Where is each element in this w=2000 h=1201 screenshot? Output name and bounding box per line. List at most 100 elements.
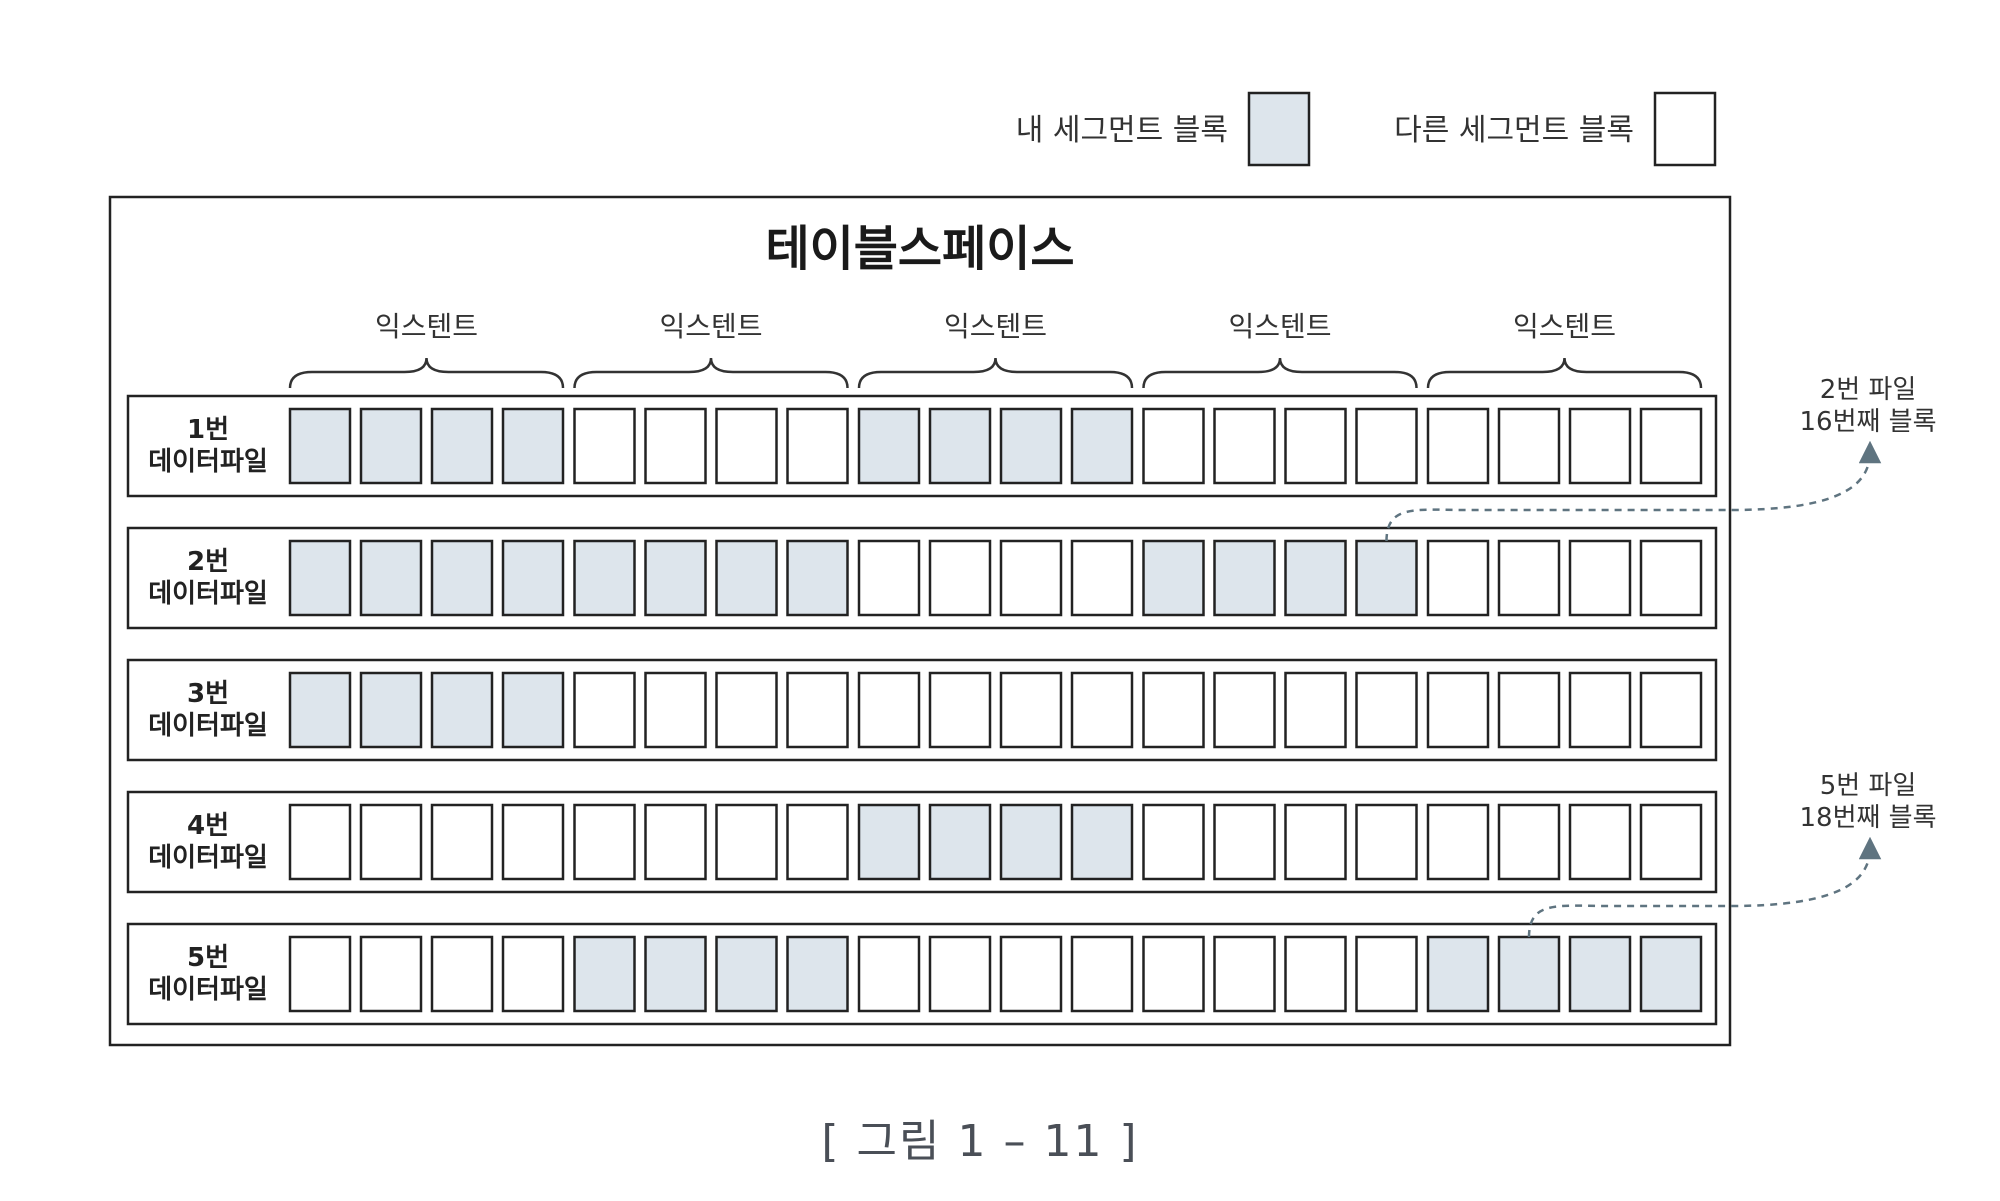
segment-block-mine <box>786 935 849 1013</box>
segment-block-other <box>857 935 921 1013</box>
datafile-label: 데이터파일 <box>148 579 268 609</box>
segment-block-other <box>1426 539 1490 617</box>
segment-block-other <box>786 803 849 881</box>
segment-block-other <box>1070 935 1134 1013</box>
segment-block-other <box>1497 539 1561 617</box>
extent-brace <box>857 357 1134 389</box>
segment-block-other <box>501 803 565 881</box>
extent-brace <box>573 357 849 389</box>
segment-block-mine <box>1426 935 1490 1013</box>
annotation-label: 2번 파일 <box>1820 375 1917 405</box>
annotation-arrow <box>1527 836 1882 938</box>
segment-block-other <box>359 935 423 1013</box>
segment-block-other <box>1497 671 1561 749</box>
segment-block-mine <box>359 407 423 485</box>
segment-block-other <box>1284 935 1347 1013</box>
segment-block-other <box>430 803 494 881</box>
segment-block-other <box>1213 671 1276 749</box>
segment-block-mine <box>288 407 352 485</box>
segment-block-other <box>1142 803 1205 881</box>
segment-block-other <box>1284 671 1347 749</box>
segment-block-other <box>1355 935 1418 1013</box>
segment-block-other <box>1497 407 1561 485</box>
segment-block-mine <box>1142 539 1205 617</box>
segment-block-other <box>715 803 778 881</box>
segment-block-mine <box>999 407 1063 485</box>
segment-block-mine <box>1639 935 1703 1013</box>
datafile-label: 데이터파일 <box>148 843 268 873</box>
segment-block-other <box>1284 803 1347 881</box>
legend-mine-swatch <box>1247 91 1311 167</box>
segment-block-other <box>857 539 921 617</box>
segment-block-mine <box>644 935 707 1013</box>
segment-block-other <box>1568 671 1632 749</box>
segment-block-mine <box>359 539 423 617</box>
segment-block-mine <box>573 539 636 617</box>
segment-block-other <box>999 671 1063 749</box>
legend-other-label: 다른 세그먼트 블록 <box>1394 113 1634 148</box>
extent-label: 익스텐트 <box>1513 310 1616 343</box>
segment-block-mine <box>1355 539 1418 617</box>
segment-block-other <box>288 935 352 1013</box>
extent-label: 익스텐트 <box>375 310 478 343</box>
extent-brace <box>288 357 565 389</box>
segment-block-other <box>1142 407 1205 485</box>
segment-block-other <box>644 407 707 485</box>
segment-block-mine <box>1213 539 1276 617</box>
datafile-label: 데이터파일 <box>148 711 268 741</box>
segment-block-other <box>715 407 778 485</box>
segment-block-other <box>786 407 849 485</box>
segment-block-other <box>1284 407 1347 485</box>
segment-block-other <box>359 803 423 881</box>
segment-block-mine <box>501 671 565 749</box>
segment-block-other <box>1568 407 1632 485</box>
segment-block-mine <box>1284 539 1347 617</box>
extent-label: 익스텐트 <box>659 310 762 343</box>
datafile-label: 데이터파일 <box>148 975 268 1005</box>
annotation-arrow <box>1385 440 1882 542</box>
segment-block-mine <box>1568 935 1632 1013</box>
segment-block-other <box>1426 803 1490 881</box>
segment-block-other <box>1497 803 1561 881</box>
segment-block-mine <box>928 803 992 881</box>
segment-block-mine <box>999 803 1063 881</box>
segment-block-other <box>928 935 992 1013</box>
segment-block-other <box>573 803 636 881</box>
segment-block-other <box>999 935 1063 1013</box>
segment-block-mine <box>430 407 494 485</box>
datafile-label: 2번 <box>187 547 229 577</box>
segment-block-other <box>786 671 849 749</box>
legend-mine-label: 내 세그먼트 블록 <box>1016 113 1228 148</box>
annotation-label: 18번째 블록 <box>1799 803 1936 833</box>
segment-block-other <box>573 671 636 749</box>
segment-block-mine <box>430 671 494 749</box>
segment-block-mine <box>430 539 494 617</box>
segment-block-other <box>1426 671 1490 749</box>
segment-block-other <box>1213 935 1276 1013</box>
segment-block-other <box>999 539 1063 617</box>
segment-block-other <box>1070 539 1134 617</box>
segment-block-other <box>1639 407 1703 485</box>
segment-block-mine <box>573 935 636 1013</box>
annotation-label: 5번 파일 <box>1820 771 1917 801</box>
segment-block-other <box>715 671 778 749</box>
segment-block-mine <box>288 539 352 617</box>
segment-block-other <box>1639 671 1703 749</box>
legend: 내 세그먼트 블록 다른 세그먼트 블록 <box>1016 91 1717 167</box>
segment-block-mine <box>928 407 992 485</box>
segment-block-other <box>1355 803 1418 881</box>
segment-block-mine <box>715 539 778 617</box>
annotation-label: 16번째 블록 <box>1799 407 1936 437</box>
segment-block-mine <box>501 407 565 485</box>
segment-block-other <box>644 803 707 881</box>
segment-block-other <box>1142 671 1205 749</box>
segment-block-other <box>1142 935 1205 1013</box>
segment-block-other <box>644 671 707 749</box>
